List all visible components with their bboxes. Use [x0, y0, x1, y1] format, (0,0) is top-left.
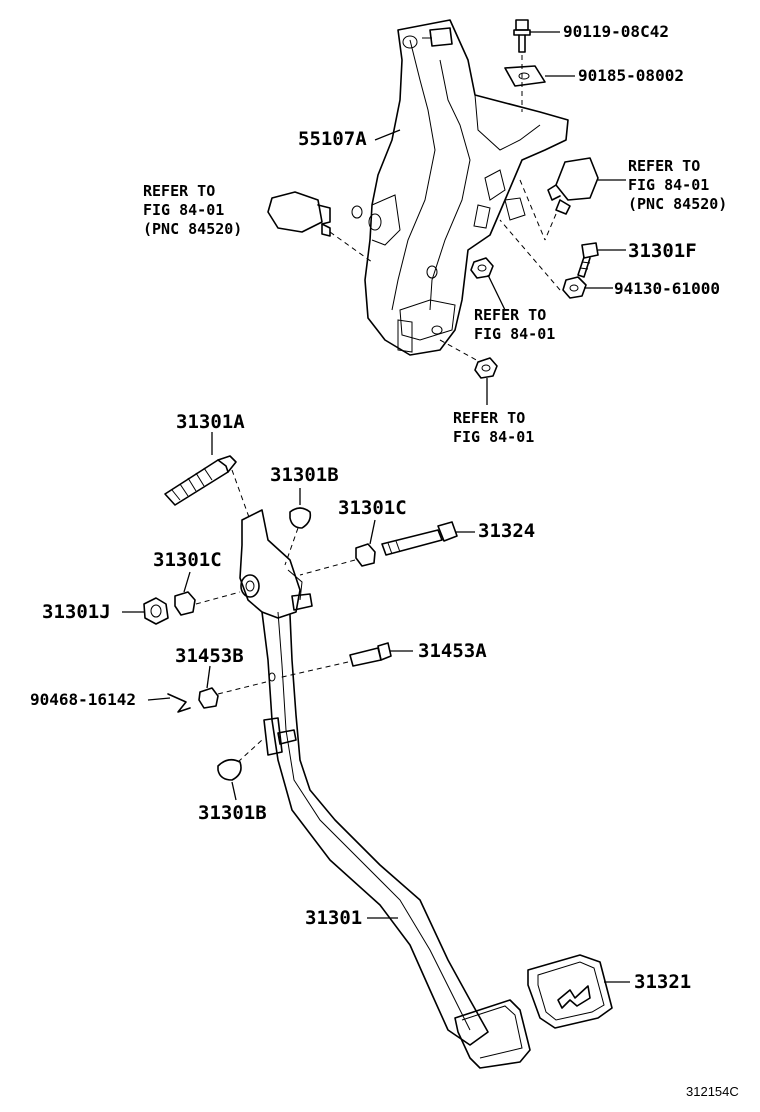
label-31453a: 31453A — [418, 640, 487, 662]
label-31301c-left: 31301C — [153, 549, 222, 571]
refer-line: REFER TO — [628, 157, 701, 175]
label-31321: 31321 — [634, 971, 692, 993]
cushion-31301b-bottom — [217, 739, 263, 781]
switch-right — [519, 157, 599, 241]
refer-line: FIG 84-01 — [143, 201, 225, 219]
refer-line: FIG 84-01 — [453, 428, 535, 446]
label-90185-08002: 90185-08002 — [578, 66, 684, 85]
label-31301j: 31301J — [42, 601, 111, 623]
nut-94130 — [499, 219, 587, 299]
pin-31453a — [277, 642, 392, 679]
refer-line: (PNC 84520) — [143, 220, 243, 238]
bolt-31324 — [381, 521, 458, 556]
diagram-code: 312154C — [686, 1084, 739, 1099]
label-31301: 31301 — [305, 907, 363, 929]
leader-lines — [122, 31, 630, 983]
bolt-31301f — [577, 242, 599, 278]
label-55107a: 55107A — [298, 128, 367, 150]
label-31301b-bottom: 31301B — [198, 802, 267, 824]
spring-31301a — [164, 455, 251, 521]
nut-refer-bottom — [439, 339, 498, 379]
cushion-31301b-top — [284, 507, 312, 566]
bushing-31301c-left — [174, 591, 241, 616]
pedal-bracket — [351, 19, 569, 356]
label-31301c-right: 31301C — [338, 497, 407, 519]
label-31301a: 31301A — [176, 411, 245, 433]
refer-line: FIG 84-01 — [474, 325, 556, 343]
refer-line: REFER TO — [143, 182, 216, 200]
bushing-31301c-right — [299, 543, 376, 576]
refer-line: REFER TO — [474, 306, 547, 324]
refer-line: (PNC 84520) — [628, 195, 728, 213]
plate-90185 — [504, 65, 546, 87]
label-90468-16142: 90468-16142 — [30, 690, 136, 709]
refer-line: REFER TO — [453, 409, 526, 427]
switch-left — [267, 191, 373, 263]
label-31301b-top: 31301B — [270, 464, 339, 486]
label-94130-61000: 94130-61000 — [614, 279, 720, 298]
pedal-pad-31321 — [527, 954, 613, 1029]
bushing-31453b — [198, 681, 267, 709]
label-31324: 31324 — [478, 520, 536, 542]
pedal-arm — [239, 509, 531, 1069]
label-31301f: 31301F — [628, 240, 697, 262]
label-90119-08c42: 90119-08C42 — [563, 22, 669, 41]
label-31453b: 31453B — [175, 645, 244, 667]
clip-90468 — [167, 693, 191, 713]
refer-line: FIG 84-01 — [628, 176, 710, 194]
nut-31301j — [143, 597, 169, 625]
nut-refer-mid — [470, 257, 494, 279]
